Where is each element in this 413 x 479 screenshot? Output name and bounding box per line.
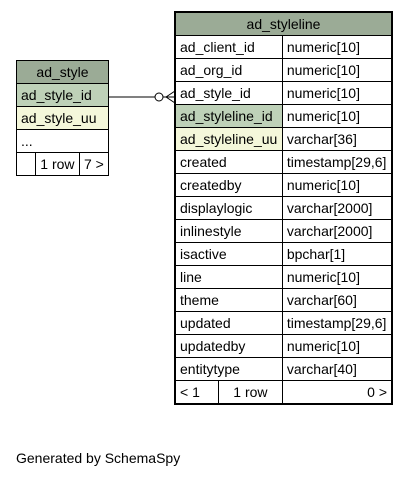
column-type: varchar[40]: [281, 357, 393, 381]
column-name: line: [174, 265, 283, 289]
table-ad-style[interactable]: ad_style ad_style_id ad_style_uu ... 1 r…: [16, 60, 110, 176]
column-type: bpchar[1]: [281, 242, 393, 266]
column-type: numeric[10]: [281, 35, 393, 59]
table-title: ad_styleline: [174, 11, 393, 36]
column-name-primary-key: ad_styleline_id: [174, 104, 283, 128]
table-ad-styleline[interactable]: ad_styleline ad_client_id numeric[10] ad…: [174, 11, 393, 405]
column-type: numeric[10]: [281, 334, 393, 358]
column-name: inlinestyle: [174, 219, 283, 243]
column-type: timestamp[29,6]: [281, 311, 393, 335]
column-name: ad_client_id: [174, 35, 283, 59]
column-type: varchar[2000]: [281, 219, 393, 243]
footer-children[interactable]: 7 >: [78, 152, 110, 176]
column-type: timestamp[29,6]: [281, 150, 393, 174]
column-type: numeric[10]: [281, 58, 393, 82]
relationship-optional-marker: [154, 92, 164, 102]
column-name: ad_style_id: [174, 81, 283, 105]
footer-parents[interactable]: < 1: [176, 381, 219, 403]
column-type: numeric[10]: [281, 104, 393, 128]
footer-row-count: 1 row: [35, 152, 80, 176]
footer-row-count: 1 row: [218, 381, 282, 403]
column-name: entitytype: [174, 357, 283, 381]
column-type: varchar[60]: [281, 288, 393, 312]
column-ad-style-uu: ad_style_uu: [16, 106, 109, 130]
column-type: varchar[2000]: [281, 196, 393, 220]
footer-parents: [16, 152, 36, 176]
column-name: updatedby: [174, 334, 283, 358]
table-title: ad_style: [16, 60, 109, 84]
column-name: theme: [174, 288, 283, 312]
column-type: numeric[10]: [281, 265, 393, 289]
column-name: ad_org_id: [174, 58, 283, 82]
column-ad-style-id: ad_style_id: [16, 83, 109, 107]
column-ellipsis: ...: [16, 129, 109, 153]
generated-by-caption: Generated by SchemaSpy: [16, 450, 181, 466]
column-name: isactive: [174, 242, 283, 266]
column-type: numeric[10]: [281, 81, 393, 105]
column-name: displaylogic: [174, 196, 283, 220]
footer-children: 0 >: [281, 380, 393, 405]
column-name: updated: [174, 311, 283, 335]
column-name: created: [174, 150, 283, 174]
column-type: numeric[10]: [281, 173, 393, 197]
column-name-alternate-key: ad_styleline_uu: [174, 127, 283, 151]
column-name: createdby: [174, 173, 283, 197]
column-type: varchar[36]: [281, 127, 393, 151]
